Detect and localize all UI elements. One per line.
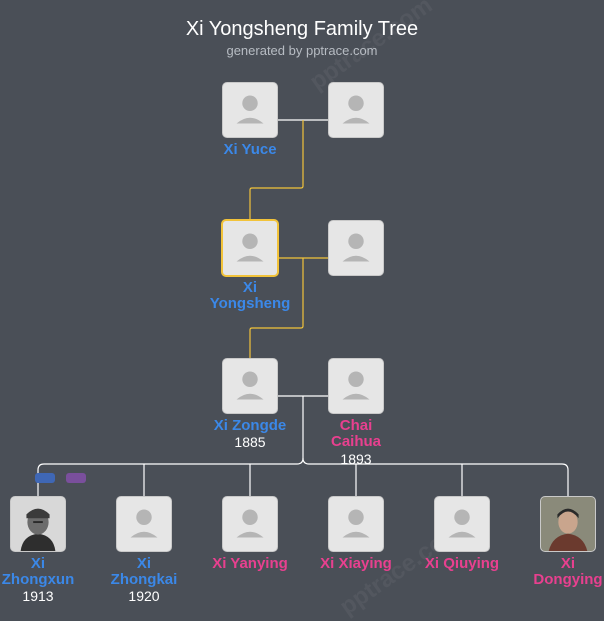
connector-lines <box>37 119 569 496</box>
person-placeholder-icon <box>342 509 370 538</box>
person-card-xi-zongde[interactable] <box>222 358 278 414</box>
person-placeholder-icon <box>342 371 370 400</box>
name-line: Xi <box>136 555 152 572</box>
name-line: Chai <box>339 417 373 434</box>
person-name-xi-zhongkai[interactable]: Xi Zhongkai <box>94 556 194 588</box>
expand-toggle-purple[interactable] <box>66 473 86 483</box>
name-line: Dongying <box>533 571 603 588</box>
person-year-xi-zongde: 1885 <box>234 434 266 450</box>
name-line: Zhongxun <box>1 571 75 588</box>
portrait-photo <box>11 497 65 551</box>
person-year-xi-zhongxun: 1913 <box>22 588 54 604</box>
person-placeholder-icon <box>236 509 264 538</box>
person-card-xi-yanying[interactable] <box>222 496 278 552</box>
person-name-xi-yongsheng[interactable]: Xi Yongsheng <box>190 280 310 312</box>
person-year-chai-caihua: 1893 <box>340 451 372 467</box>
name-line: Xi <box>242 279 258 296</box>
children-link <box>37 396 304 496</box>
person-card-chai-caihua[interactable] <box>328 358 384 414</box>
person-card-xi-zhongkai[interactable] <box>116 496 172 552</box>
person-placeholder-icon <box>448 509 476 538</box>
person-placeholder-icon <box>130 509 158 538</box>
person-year-xi-zhongkai: 1920 <box>128 588 160 604</box>
page-subtitle: generated by pptrace.com <box>226 43 378 58</box>
name-line: Zhongkai <box>110 571 178 588</box>
person-name-xi-yanying[interactable]: Xi Yanying <box>212 555 288 572</box>
lineage-link <box>249 258 304 358</box>
person-name-xi-zhongxun[interactable]: Xi Zhongxun <box>0 556 88 588</box>
person-name-xi-dongying[interactable]: Xi Dongying <box>528 556 604 588</box>
lineage-link <box>249 120 304 220</box>
person-card-xi-dongying[interactable] <box>540 496 596 552</box>
person-card-xi-xiaying[interactable] <box>328 496 384 552</box>
person-card-spouse-xi-yongsheng[interactable] <box>328 220 384 276</box>
person-name-xi-yuce[interactable]: Xi Yuce <box>223 141 277 158</box>
name-line: Xi <box>560 555 576 572</box>
person-card-spouse-xi-yuce[interactable] <box>328 82 384 138</box>
person-placeholder-icon <box>342 95 370 124</box>
name-line: Xi <box>30 555 46 572</box>
expand-toggle-blue[interactable] <box>35 473 55 483</box>
person-placeholder-icon <box>236 371 264 400</box>
person-name-xi-zongde[interactable]: Xi Zongde <box>213 417 287 434</box>
person-card-xi-yongsheng[interactable] <box>221 219 279 277</box>
person-name-xi-qiuying[interactable]: Xi Qiuying <box>424 555 500 572</box>
person-card-xi-zhongxun[interactable] <box>10 496 66 552</box>
person-placeholder-icon <box>236 233 264 262</box>
person-name-chai-caihua[interactable]: Chai Caihua <box>306 418 406 450</box>
person-placeholder-icon <box>236 95 264 124</box>
person-name-xi-xiaying[interactable]: Xi Xiaying <box>320 555 392 572</box>
person-card-xi-yuce[interactable] <box>222 82 278 138</box>
person-placeholder-icon <box>342 233 370 262</box>
name-line: Caihua <box>330 433 381 450</box>
portrait-photo <box>541 497 595 551</box>
person-card-xi-qiuying[interactable] <box>434 496 490 552</box>
children-link <box>302 457 569 496</box>
name-line: Yongsheng <box>209 295 291 312</box>
page-title: Xi Yongsheng Family Tree <box>185 18 419 40</box>
